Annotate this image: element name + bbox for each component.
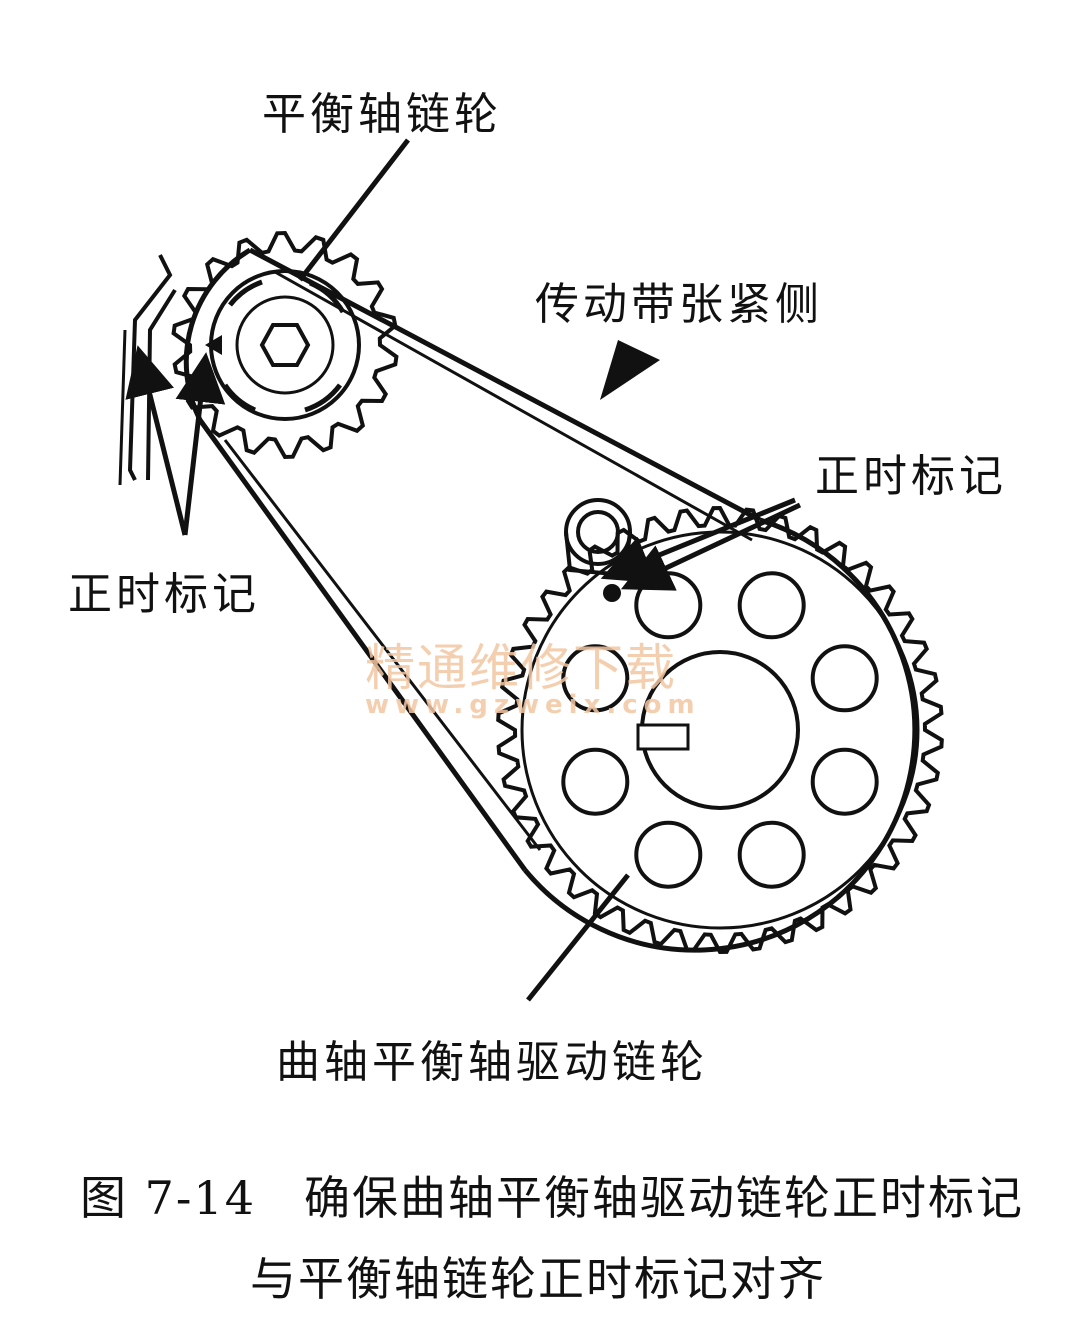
timing-dot: [603, 584, 621, 602]
leader-crank: [526, 873, 630, 1002]
leader-mark-left-2: [175, 352, 226, 536]
watermark-url: www.gzweix.com: [365, 690, 701, 720]
crank-sprocket: [496, 505, 944, 955]
label-timing-mark-right: 正时标记: [815, 451, 1007, 502]
lightening-hole: [561, 747, 630, 816]
lightening-hole: [810, 747, 879, 816]
caption-line2: 与平衡轴链轮正时标记对齐: [250, 1252, 826, 1306]
leader-mark-right-2: [620, 502, 802, 591]
caption-line1: 图 7-14 确保曲轴平衡轴驱动链轮正时标记: [80, 1171, 1024, 1225]
lightening-hole: [561, 644, 630, 713]
watermark-text: 精通维修下载: [365, 639, 677, 697]
label-crank-sprocket: 曲轴平衡轴驱动链轮: [276, 1037, 708, 1088]
lightening-hole: [737, 820, 806, 889]
leader-balance: [298, 138, 410, 282]
lightening-hole: [737, 571, 806, 640]
balance-shaft-sprocket: [171, 230, 399, 460]
idler-bolt: [564, 498, 632, 578]
hex-nut-icon: [259, 323, 311, 367]
label-balance-sprocket: 平衡轴链轮: [262, 89, 502, 140]
tension-arrow-icon: [600, 340, 660, 400]
leader-mark-left-1: [125, 345, 188, 536]
key-slot: [636, 723, 690, 751]
lightening-hole: [810, 644, 879, 713]
timing-mark-notch: [205, 335, 222, 355]
engine-block-edge: [118, 254, 177, 486]
label-tension-side: 传动带张紧侧: [535, 279, 823, 330]
label-timing-mark-left: 正时标记: [68, 569, 260, 620]
lightening-hole: [634, 820, 703, 889]
